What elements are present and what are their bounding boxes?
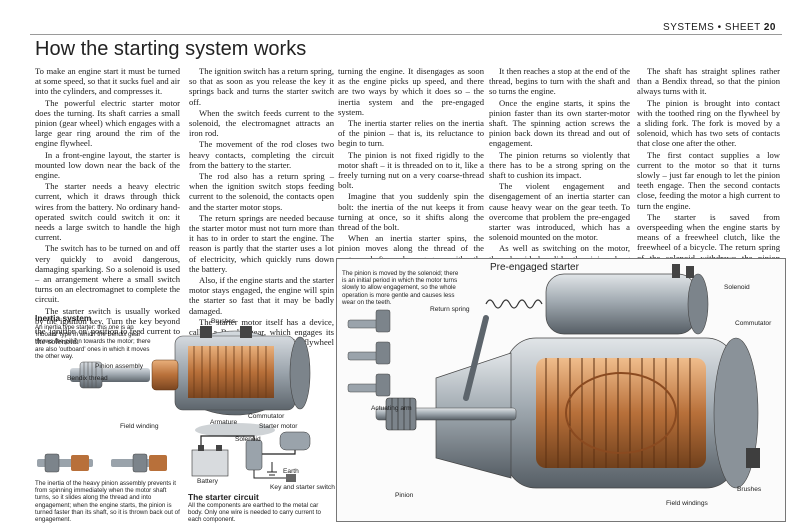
paragraph: The shaft has straight splines rather th… <box>637 66 780 97</box>
paragraph: To make an engine start it must be turne… <box>35 66 180 97</box>
paragraph: The pinion is not fixed rigidly to the m… <box>338 149 484 191</box>
sheet-number: 20 <box>763 22 776 33</box>
section-label: SYSTEMS <box>663 22 715 33</box>
header-separator: • <box>717 22 722 33</box>
paragraph: The starter needs a heavy electric curre… <box>35 181 180 243</box>
text-column-2: The ignition switch has a return spring,… <box>189 66 334 359</box>
page-title: How the starting system works <box>35 38 307 60</box>
pinion-sequence-illustration <box>37 453 167 473</box>
circuit-figure-title: The starter circuit <box>188 492 259 502</box>
label-armature: Armature <box>210 419 238 426</box>
paragraph: The pinion returns so violently that the… <box>489 149 630 181</box>
label-commutator: Commutator <box>248 413 285 420</box>
paragraph: Also, if the engine starts and the start… <box>189 275 334 316</box>
paragraph: turning the engine. It disengages as soo… <box>338 66 484 117</box>
paragraph: Imagine that you suddenly spin the bolt:… <box>338 191 484 233</box>
paragraph: The rod also has a return spring – when … <box>189 171 334 212</box>
label-pinion-assembly: Pinion assembly <box>95 363 144 370</box>
label-brushes: Brushes <box>211 318 236 325</box>
paragraph: It then reaches a stop at the end of the… <box>489 66 630 97</box>
paragraph: The starter switch is usually worked by … <box>35 305 180 347</box>
paragraph: Once the engine starts, it spins the pin… <box>489 97 630 149</box>
label-battery: Battery <box>197 478 218 485</box>
label-starter-motor: Starter motor <box>259 423 298 430</box>
starter-circuit-diagram <box>191 431 311 482</box>
label-field-windings: Field windings <box>666 500 708 507</box>
paragraph: The violent engagement and disengagement… <box>489 181 630 243</box>
paragraph: When the switch feeds current to the sol… <box>189 107 334 139</box>
inertia-figure-caption: An inertia type starter: this one is an … <box>35 324 151 360</box>
label-actuating-arm: Actuating arm <box>371 405 412 412</box>
text-column-3: turning the engine. It disengages as soo… <box>338 66 484 275</box>
inertia-starter-illustration <box>70 326 311 437</box>
label-return-spring: Return spring <box>430 306 470 313</box>
label-pe-commutator: Commutator <box>735 320 772 327</box>
preengaged-starter-illustration <box>347 264 760 489</box>
preengaged-figure-title: Pre-engaged starter <box>490 262 579 273</box>
label-key-switch: Key and starter switch <box>270 484 335 491</box>
sheet-label: SHEET <box>724 22 761 33</box>
page-header: SYSTEMS • SHEET 20 <box>663 22 776 33</box>
paragraph: The ignition switch has a return spring,… <box>189 66 334 107</box>
text-column-5: The shaft has straight splines rather th… <box>637 66 780 274</box>
label-pe-solenoid: Solenoid <box>724 284 750 291</box>
paragraph: The movement of the rod closes two heavy… <box>189 139 334 170</box>
paragraph: The first contact supplies a low current… <box>637 149 780 211</box>
paragraph: The return springs are needed because th… <box>189 212 334 274</box>
paragraph: The pinion is brought into contact with … <box>637 97 780 149</box>
label-bendix-thread: Bendix thread <box>67 375 108 382</box>
inertia-figure-title: Inertia system <box>35 313 92 323</box>
label-field-winding: Field winding <box>120 423 159 430</box>
label-pe-brushes: Brushes <box>737 486 762 493</box>
text-column-4: It then reaches a stop at the end of the… <box>489 66 630 275</box>
inertia-bottom-caption: The inertia of the heavy pinion assembly… <box>35 480 180 524</box>
paragraph: The switch has to be turned on and off v… <box>35 243 180 305</box>
label-pinion: Pinion <box>395 492 414 499</box>
label-solenoid: Solenoid <box>235 436 261 443</box>
paragraph: The powerful electric starter motor does… <box>35 97 180 149</box>
preengaged-figure-caption: The pinion is moved by the solenoid; the… <box>342 270 459 306</box>
circuit-figure-caption: All the components are earthed to the me… <box>188 502 321 524</box>
paragraph: The inertia starter relies on the inerti… <box>338 118 484 149</box>
text-column-1: To make an engine start it must be turne… <box>35 66 180 347</box>
header-rule <box>30 34 782 35</box>
paragraph: In a front-engine layout, the starter is… <box>35 149 180 181</box>
label-earth: Earth <box>283 468 299 475</box>
